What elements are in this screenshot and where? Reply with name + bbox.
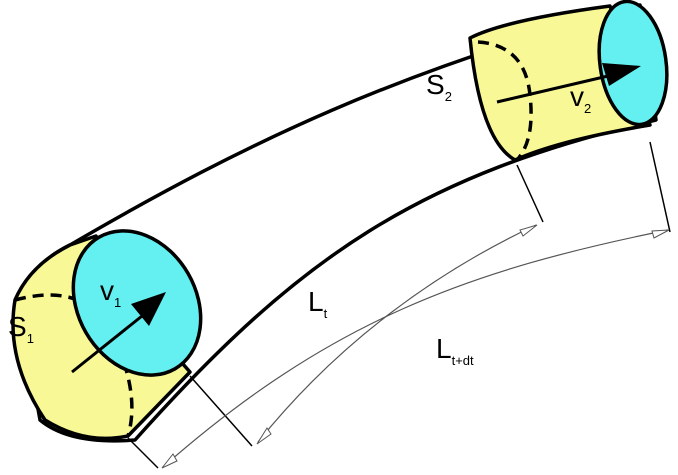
ltdt-dimension-line [162, 229, 669, 468]
lt-dimension-line [257, 224, 537, 443]
ltdt-arrowhead-end [651, 229, 670, 239]
ltdt-arrowhead-start [161, 453, 178, 469]
label-ltdt: Lt+dt [436, 333, 474, 368]
velocity-arrow-v2 [496, 74, 609, 104]
velocity-arrowhead-v1 [131, 292, 166, 326]
label-v2: v2 [570, 81, 591, 116]
lt-arrowhead-end [519, 224, 538, 237]
velocity-arrow-v1 [71, 314, 143, 374]
label-s1: S1 [8, 311, 34, 346]
lt-extension-right [516, 164, 544, 223]
label-lt: Lt [308, 286, 328, 321]
lt-arrowhead-start [256, 427, 272, 445]
velocity-arrowhead-v2 [602, 63, 641, 86]
ltdt-extension-left [127, 437, 159, 469]
label-v1: v1 [100, 275, 121, 310]
lt-extension-left [189, 375, 253, 447]
section-s1-back-edge [14, 293, 134, 437]
face-s2 [597, 0, 669, 127]
label-s2: S2 [426, 69, 452, 104]
ltdt-extension-right [649, 141, 671, 233]
